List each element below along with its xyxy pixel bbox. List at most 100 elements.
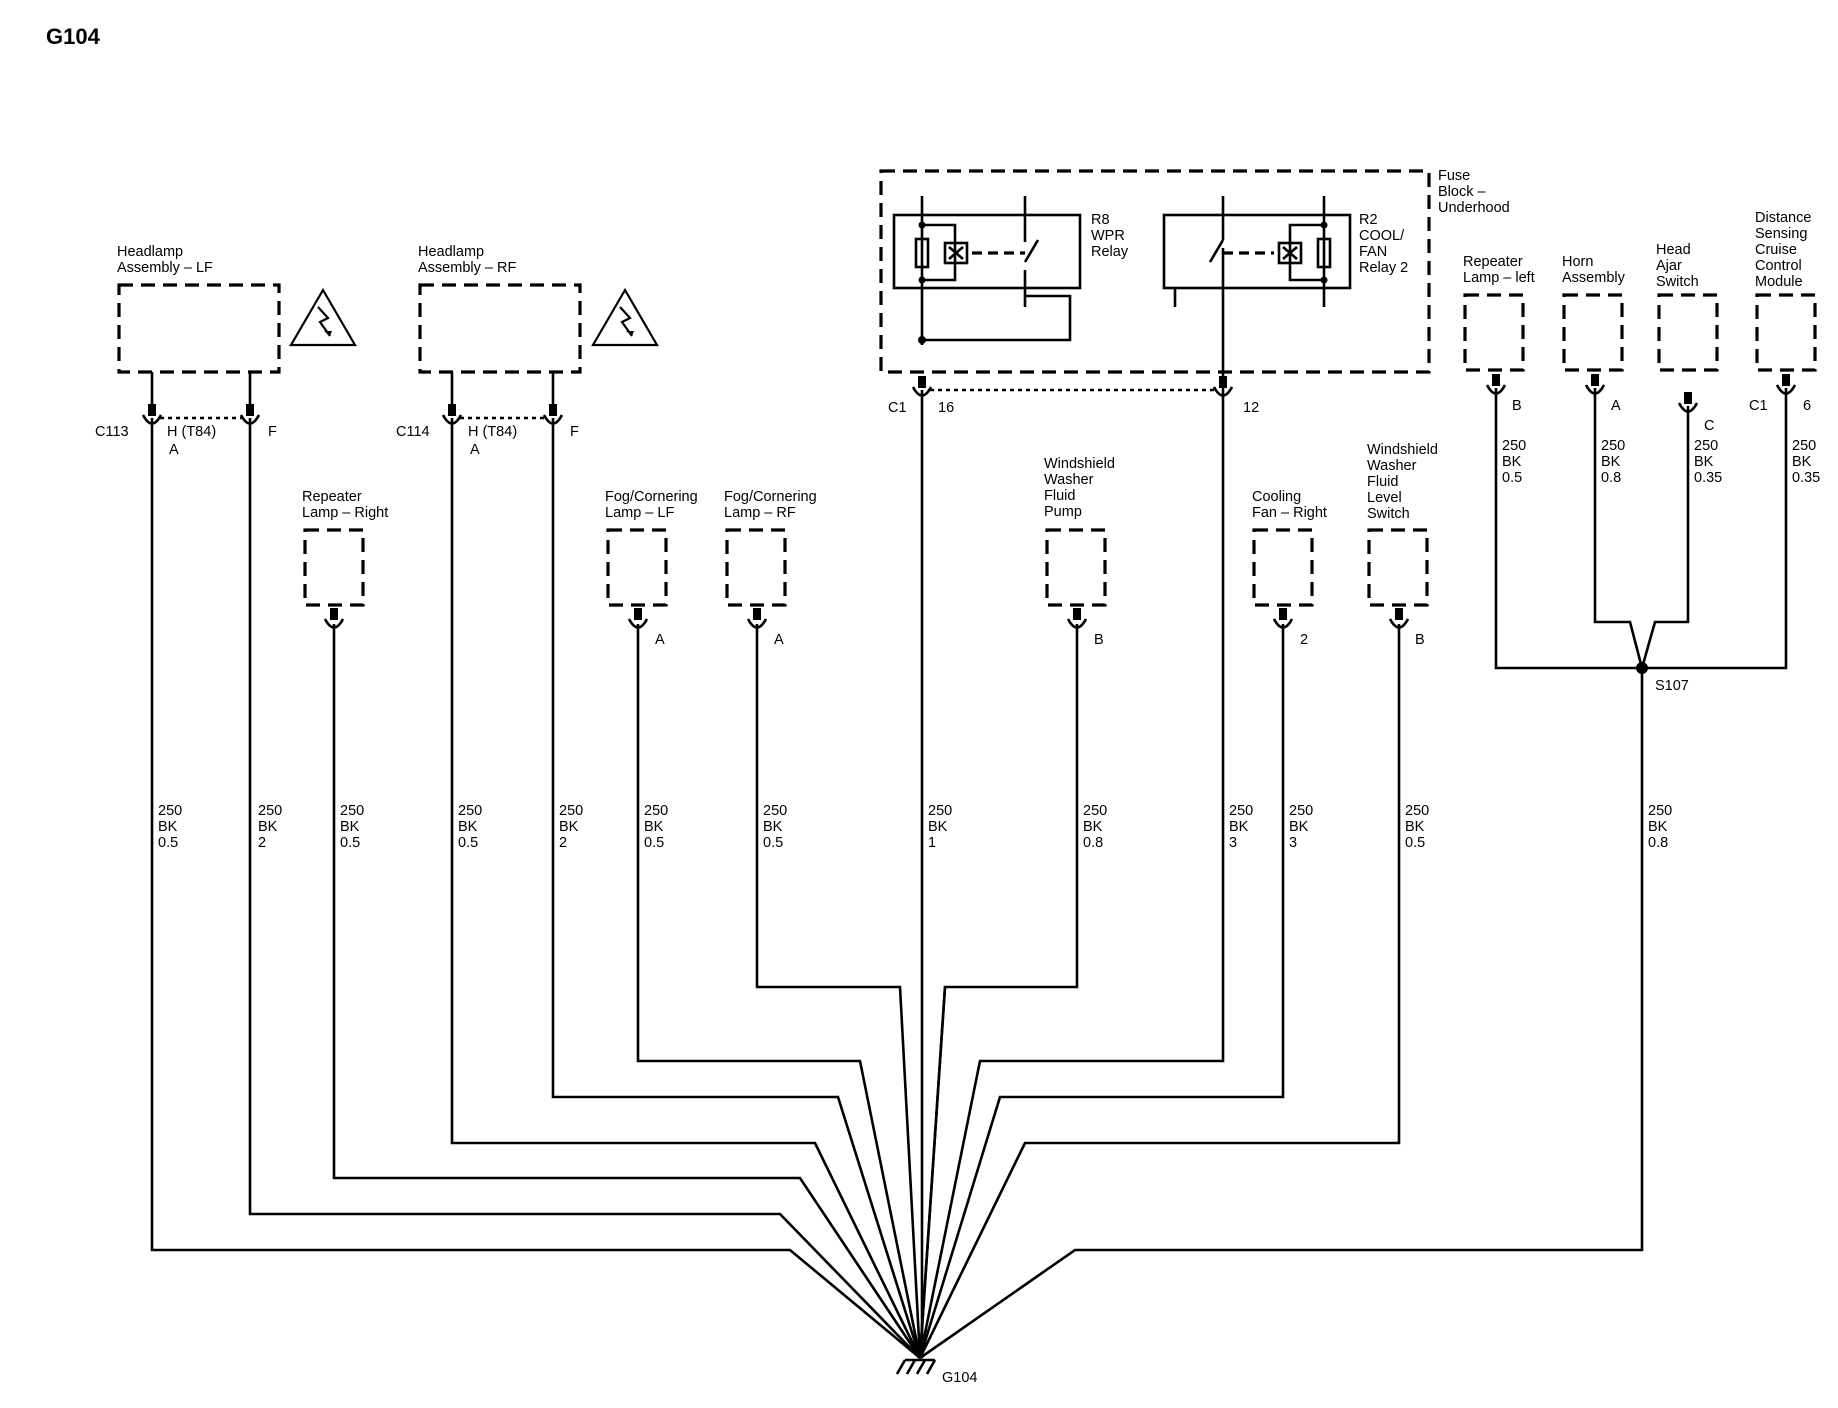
wire-label-lower-4-0: 250: [559, 803, 583, 819]
wire-labels: 250BK0.5250BK2250BK0.5250BK0.5250BK2250B…: [158, 438, 1820, 851]
wire-repeater-left: [1494, 388, 1642, 670]
r8-label-3: Relay: [1091, 244, 1129, 260]
dscc-connector: C1: [1749, 398, 1768, 414]
fuse-block-pin-16: 16: [938, 400, 954, 416]
headlamp-assembly-rf: Headlamp Assembly – RF C114 H (T84) A F: [396, 244, 659, 458]
wire-label-lower-11-0: 250: [1405, 803, 1429, 819]
r8-label-2: WPR: [1091, 228, 1125, 244]
fuse-block-label-2: Block –: [1438, 184, 1486, 200]
c114-connector: C114: [396, 424, 430, 440]
wire-label-lower-0-1: BK: [158, 819, 178, 835]
wire-label-lower-4-2: 2: [559, 835, 567, 851]
headlamp-lf-name-1: Headlamp: [117, 244, 183, 260]
fuse-pin-16-terminal: [911, 376, 933, 397]
washer-pump-name-3: Fluid: [1044, 488, 1075, 504]
r2-label-3: FAN: [1359, 244, 1387, 260]
cooling-fan-right: Cooling Fan – Right 2: [1252, 489, 1327, 648]
headlamp-rf-pin-a: A: [470, 442, 480, 458]
fog-lf-box: [606, 528, 668, 607]
wire-label-lower-7-0: 250: [928, 803, 952, 819]
wire-label-upper-3-0: 250: [1792, 438, 1816, 454]
fuse-block-underhood: Fuse Block – Underhood R8 WPR Relay: [879, 168, 1510, 416]
fog-lf-pin: A: [655, 632, 665, 648]
level-switch-name-3: Fluid: [1367, 474, 1398, 490]
wire-label-lower-2-2: 0.5: [340, 835, 360, 851]
wire-label-lower-10-0: 250: [1289, 803, 1313, 819]
ground-g104-label: G104: [942, 1370, 977, 1386]
fuse-block-label-1: Fuse: [1438, 168, 1470, 184]
cooling-fan-pin: 2: [1300, 632, 1308, 648]
repeater-right-terminal: [323, 608, 345, 629]
wire-dscc: [1642, 388, 1788, 670]
fog-cornering-lamp-lf: Fog/Cornering Lamp – LF A: [605, 489, 698, 648]
wire-label-lower-6-2: 0.5: [763, 835, 783, 851]
head-ajar-switch: Head Ajar Switch C: [1656, 242, 1719, 434]
fuse-pin-12-terminal: [1212, 376, 1234, 397]
splice-s107: [1636, 662, 1648, 674]
wire-c114-f: [551, 418, 922, 1359]
r2-label-2: COOL/: [1359, 228, 1405, 244]
wire-label-lower-9-1: BK: [1229, 819, 1249, 835]
horn-pin: A: [1611, 398, 1621, 414]
r2-label-1: R2: [1359, 212, 1378, 228]
repeater-lamp-right: Repeater Lamp – Right: [302, 489, 388, 607]
horn-box: [1562, 293, 1624, 372]
r8-label-1: R8: [1091, 212, 1110, 228]
fuse-block-box: [879, 169, 1431, 374]
windshield-washer-fluid-level-switch: Windshield Washer Fluid Level Switch B: [1367, 442, 1438, 648]
wire-label-lower-10-1: BK: [1289, 819, 1309, 835]
c113-pin-f-terminal: [239, 404, 261, 425]
wire-fog-lf: [636, 624, 922, 1359]
fog-lf-name-2: Lamp – LF: [605, 505, 674, 521]
wire-fuse-16-branch: [918, 986, 947, 1359]
level-switch-pin: B: [1415, 632, 1425, 648]
r2-cool-fan-relay: R2 COOL/ FAN Relay 2: [1162, 196, 1408, 390]
headlamp-lf-pin-h: H (T84): [167, 424, 216, 440]
warning-triangle-icon: [591, 287, 659, 347]
warning-triangle-icon: [289, 287, 357, 347]
wire-label-lower-12-1: BK: [1648, 819, 1668, 835]
fuse-block-pin-12: 12: [1243, 400, 1259, 416]
fuse-block-label-3: Underhood: [1438, 200, 1510, 216]
wire-c113-f: [248, 418, 921, 1359]
head-ajar-pin: C: [1704, 418, 1714, 434]
level-switch-box: [1367, 528, 1429, 607]
headlamp-rf-name-1: Headlamp: [418, 244, 484, 260]
headlamp-lf-name-2: Assembly – LF: [117, 260, 213, 276]
wire-label-lower-6-0: 250: [763, 803, 787, 819]
wire-label-upper-1-2: 0.8: [1601, 470, 1621, 486]
fog-rf-name-2: Lamp – RF: [724, 505, 796, 521]
cooling-fan-name-2: Fan – Right: [1252, 505, 1327, 521]
windshield-washer-fluid-pump: Windshield Washer Fluid Pump B: [1044, 456, 1115, 648]
fog-rf-terminal: [746, 608, 768, 629]
wire-repeater-right: [332, 624, 922, 1359]
r8-wpr-relay: R8 WPR Relay: [892, 196, 1129, 345]
wire-label-lower-12-0: 250: [1648, 803, 1672, 819]
wire-label-lower-1-0: 250: [258, 803, 282, 819]
fog-rf-box: [725, 528, 787, 607]
head-ajar-name-2: Ajar: [1656, 258, 1682, 274]
wire-label-lower-9-0: 250: [1229, 803, 1253, 819]
headlamp-rf-pin-h: H (T84): [468, 424, 517, 440]
wires: [141, 372, 1797, 1375]
head-ajar-name-1: Head: [1656, 242, 1691, 258]
diagram-title: G104: [46, 24, 101, 49]
fog-rf-pin: A: [774, 632, 784, 648]
wire-label-lower-3-0: 250: [458, 803, 482, 819]
wire-label-upper-3-2: 0.35: [1792, 470, 1820, 486]
dscc-name-3: Cruise: [1755, 242, 1797, 258]
fog-rf-name-1: Fog/Cornering: [724, 489, 817, 505]
level-switch-name-5: Switch: [1367, 506, 1410, 522]
wire-label-lower-5-0: 250: [644, 803, 668, 819]
fog-cornering-lamp-rf: Fog/Cornering Lamp – RF A: [724, 489, 817, 648]
wire-label-lower-6-1: BK: [763, 819, 783, 835]
horn-name-2: Assembly: [1562, 270, 1626, 286]
wire-label-lower-10-2: 3: [1289, 835, 1297, 851]
c113-pin-a-terminal: [141, 404, 163, 425]
repeater-right-name-2: Lamp – Right: [302, 505, 388, 521]
wire-label-lower-11-1: BK: [1405, 819, 1425, 835]
wire-label-lower-0-2: 0.5: [158, 835, 178, 851]
repeater-right-name-1: Repeater: [302, 489, 362, 505]
washer-pump-box: [1045, 528, 1107, 607]
